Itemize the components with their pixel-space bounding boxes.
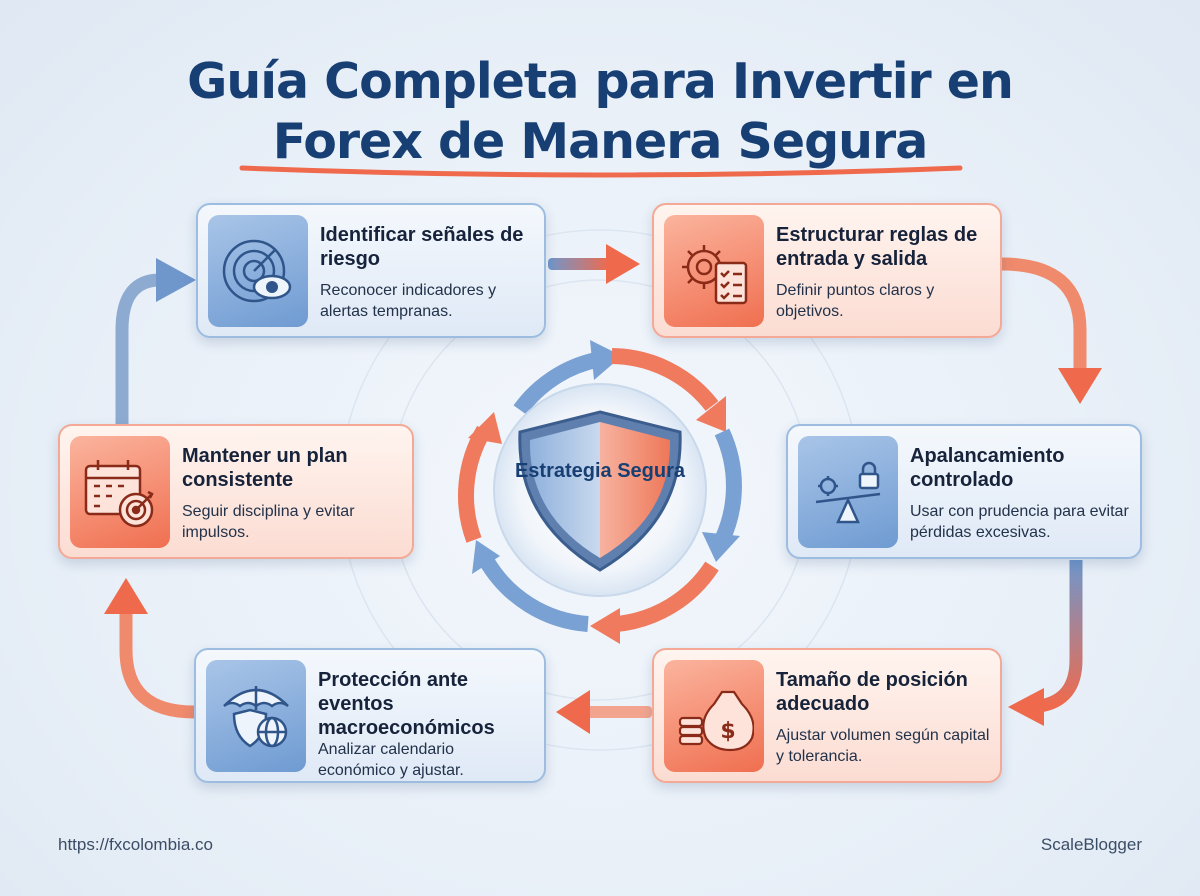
step-title: Tamaño de posición adecuado [776, 669, 968, 715]
connector-5-6 [104, 578, 195, 719]
step-title: Protección ante eventos macroeconómicos [318, 669, 495, 739]
step-description: Definir puntos claros y objetivos. [776, 282, 935, 320]
connector-2-3 [1001, 257, 1102, 404]
connector-1-2 [548, 244, 640, 284]
money-bag-icon: $ [664, 660, 764, 772]
step-title: Identificar señales de riesgo [320, 224, 524, 270]
step-card-tamano-posicion: $ Tamaño de posición adecuado Ajustar vo… [652, 648, 1002, 783]
footer-brand: ScaleBlogger [1040, 835, 1142, 854]
connector-6-1 [115, 258, 196, 424]
step-title: Apalancamiento controlado [910, 445, 1065, 491]
svg-text:$: $ [720, 719, 735, 744]
footer-source-url: https://fxcolombia.co [58, 835, 213, 854]
center-cycle-arrows [458, 340, 742, 644]
connector-4-5 [556, 690, 652, 734]
step-description: Analizar calendario económico y ajustar. [318, 741, 464, 779]
radar-eye-icon [208, 215, 308, 327]
umbrella-shield-globe-icon [206, 660, 306, 772]
balance-lock-icon [798, 436, 898, 548]
calendar-target-icon [70, 436, 170, 548]
step-description: Reconocer indicadores y alertas temprana… [320, 282, 497, 320]
step-card-apalancamiento: Apalancamiento controlado Usar con prude… [786, 424, 1142, 559]
step-card-plan-consistente: Mantener un plan consistente Seguir disc… [58, 424, 414, 559]
step-title: Estructurar reglas de entrada y salida [776, 224, 978, 270]
title-underline [239, 165, 963, 178]
page-title-line-1: Guía Completa para Invertir en [187, 53, 1014, 110]
connector-3-4 [1008, 560, 1083, 726]
step-title: Mantener un plan consistente [182, 445, 348, 491]
center-label: Estrategia Segura [514, 460, 686, 482]
page-title-line-2: Forex de Manera Segura [272, 113, 929, 170]
gear-checklist-icon [664, 215, 764, 327]
step-card-estructurar-reglas: Estructurar reglas de entrada y salida D… [652, 203, 1002, 338]
shield-icon [518, 410, 682, 572]
step-card-proteccion-macro: Protección ante eventos macroeconómicos … [194, 648, 546, 783]
step-description: Seguir disciplina y evitar impulsos. [182, 503, 355, 541]
step-description: Ajustar volumen según capital y toleranc… [776, 727, 990, 765]
step-description: Usar con prudencia para evitar pérdidas … [910, 503, 1129, 541]
step-card-identificar-senales: Identificar señales de riesgo Reconocer … [196, 203, 546, 338]
